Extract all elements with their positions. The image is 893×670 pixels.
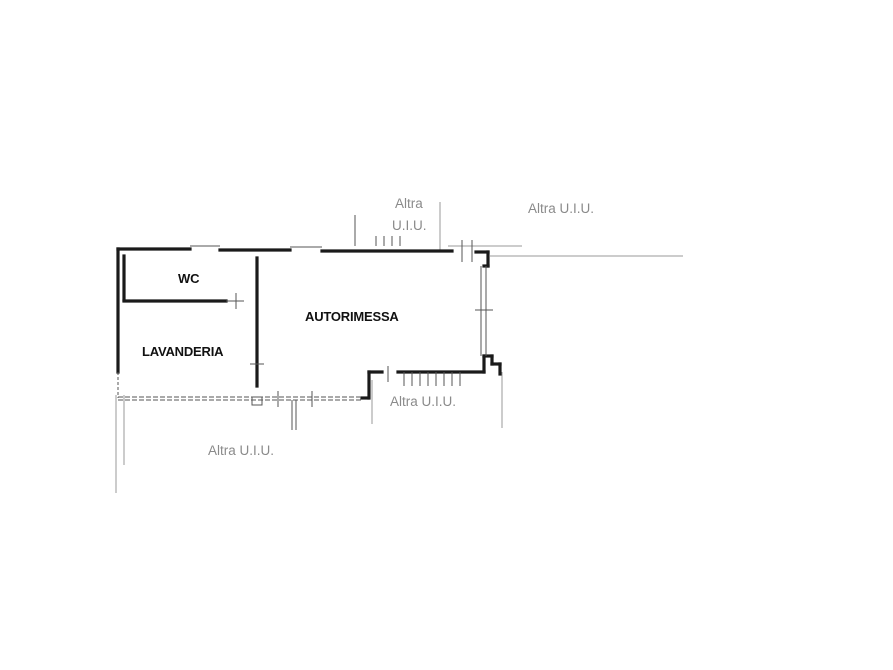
neighbor-label-top-right: Altra U.I.U. (528, 201, 594, 216)
neighbor-label-bottom-right: Altra U.I.U. (390, 394, 456, 409)
walls (116, 247, 502, 400)
thin-lines (117, 245, 487, 430)
room-label-wc: WC (178, 271, 200, 286)
room-label-lavanderia: LAVANDERIA (142, 344, 224, 359)
room-label-autorimessa: AUTORIMESSA (305, 309, 399, 324)
neighbor-label-bottom-left: Altra U.I.U. (208, 443, 274, 458)
neighbor-label-top-center-line1: Altra (395, 196, 423, 211)
neighbor-label-top-center-line2: U.I.U. (392, 218, 427, 233)
neighbor-boundaries (115, 202, 683, 493)
tick-marks (226, 215, 493, 407)
